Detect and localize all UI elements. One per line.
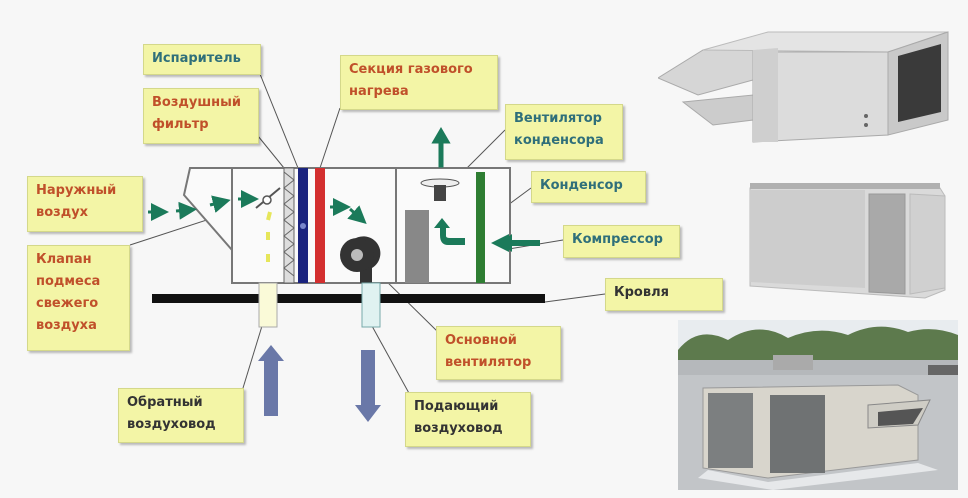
return-air-arrow xyxy=(258,345,284,416)
supply-air-arrow xyxy=(355,350,381,422)
label-roof: Кровля xyxy=(605,278,723,311)
label-evaporator: Испаритель xyxy=(143,44,261,75)
label-supply-duct: Подающий воздуховод xyxy=(405,392,531,447)
compressor-airflow-arrow xyxy=(434,218,465,245)
condenser-airflow-arrow xyxy=(431,127,451,168)
condenser-fan-icon xyxy=(420,178,460,201)
return-duct xyxy=(258,282,278,328)
air-filter-element xyxy=(283,167,295,284)
main-fan-icon xyxy=(340,236,381,283)
return-airflow-arrows xyxy=(266,211,272,262)
rooftop-unit-photo-1 xyxy=(658,31,949,143)
label-air-filter: Воздушный фильтр xyxy=(143,88,259,144)
label-compressor: Компрессор xyxy=(563,225,680,258)
roof-line xyxy=(152,294,545,303)
label-condenser: Конденсор xyxy=(531,171,646,203)
label-outdoor-air: Наружный воздух xyxy=(27,176,143,232)
rooftop-unit-installed-photo xyxy=(678,320,958,490)
label-gas-heating: Секция газового нагрева xyxy=(340,55,498,110)
damper-icon xyxy=(255,187,281,209)
rooftop-unit-photo-2 xyxy=(749,183,946,299)
supply-duct xyxy=(361,282,381,328)
label-fresh-air-damper: Клапан подмеса свежего воздуха xyxy=(27,245,130,351)
label-condenser-fan: Вентилятор конденсора xyxy=(505,104,623,160)
label-main-fan: Основной вентилятор xyxy=(436,326,561,380)
label-return-duct: Обратный воздуховод xyxy=(118,388,244,443)
condenser-coil xyxy=(476,172,485,283)
condenser-intake-arrow xyxy=(500,234,540,252)
heater-coil xyxy=(315,168,325,283)
compressor-block xyxy=(405,210,429,283)
